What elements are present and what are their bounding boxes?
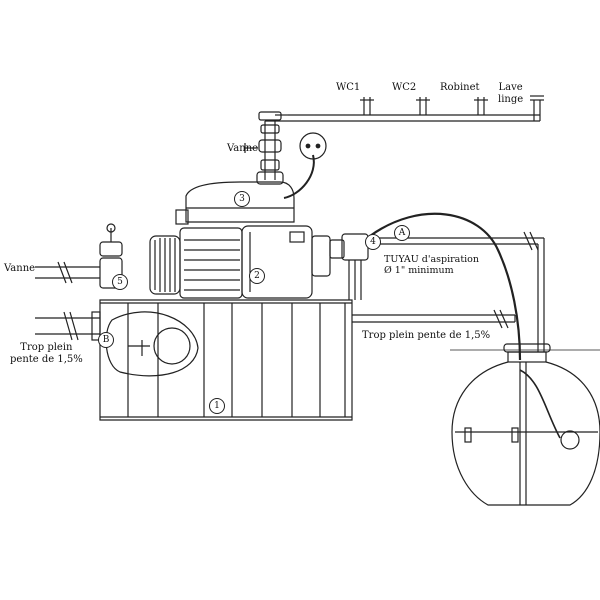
label-tuyau: TUYAU d'aspiration Ø 1" minimum (384, 254, 480, 277)
storage-tank (99, 299, 353, 421)
marker-b: B (98, 332, 114, 348)
label-trop-plein-left-line2: pente de 1,5% (10, 353, 83, 365)
pressure-vessel (175, 181, 295, 225)
label-wc2: WC2 (392, 82, 417, 93)
label-lave-line2: linge (498, 93, 524, 105)
label-robinet: Robinet (440, 82, 480, 93)
label-trop-plein-left-line1: Trop plein (20, 342, 73, 353)
inlet-pipe-vanne (35, 223, 123, 289)
overflow-pipe-right (352, 309, 516, 329)
marker-5: 5 (112, 274, 128, 290)
suction-hose (369, 212, 522, 361)
underground-tank (451, 343, 600, 506)
label-trop-plein-right: Trop plein pente de 1,5% (362, 330, 491, 341)
marker-2: 2 (249, 268, 265, 284)
label-tuyau-line2: Ø 1" minimum (384, 264, 454, 276)
label-lave-line1: Lave (498, 82, 523, 93)
label-vanne-left: Vanne (4, 263, 36, 274)
pump-motor (149, 227, 243, 299)
label-tuyau-line1: TUYAU d'aspiration (384, 254, 480, 265)
electric-socket (283, 132, 327, 199)
marker-4: 4 (365, 234, 381, 250)
pump-body (241, 225, 345, 299)
overflow-pipe-left (35, 311, 101, 341)
marker-a: A (394, 225, 410, 241)
marker-3: 3 (234, 191, 250, 207)
label-vanne-top: Vanne (227, 143, 259, 154)
marker-1: 1 (209, 398, 225, 414)
check-valve (341, 233, 369, 300)
distribution-pipe (288, 95, 544, 122)
outlet-riser (244, 111, 288, 185)
label-wc1: WC1 (336, 82, 361, 93)
label-trop-plein-left: Trop plein pente de 1,5% (10, 342, 83, 365)
label-lave-linge: Lave linge (498, 82, 523, 105)
